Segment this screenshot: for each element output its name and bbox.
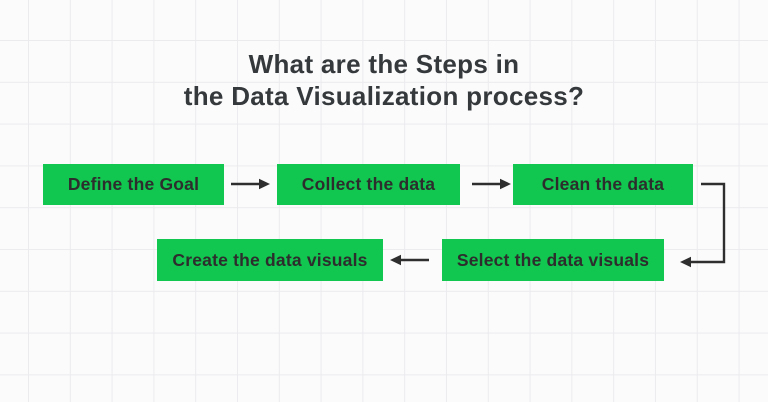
- step-label: Clean the data: [541, 174, 665, 194]
- step-label: Collect the data: [301, 174, 436, 194]
- page-title: What are the Steps in the Data Visualiza…: [0, 48, 768, 112]
- title-line-1: What are the Steps in: [248, 49, 520, 79]
- elbow-connector-icon: [680, 182, 726, 268]
- arrow-head: [500, 178, 511, 190]
- step-label: Create the data visuals: [172, 249, 368, 270]
- arrow-left-icon: [390, 254, 429, 266]
- step-label: Define the Goal: [67, 174, 200, 194]
- arrow-head: [390, 254, 401, 266]
- arrow-head: [680, 256, 691, 268]
- step-label: Select the data visuals: [456, 249, 650, 270]
- step-box-select-the-data-visuals: Select the data visuals: [442, 239, 664, 281]
- step-box-clean-the-data: Clean the data: [513, 164, 693, 205]
- step-box-collect-the-data: Collect the data: [277, 164, 460, 205]
- step-box-create-the-data-visuals: Create the data visuals: [157, 239, 383, 281]
- step-box-define-the-goal: Define the Goal: [43, 164, 224, 205]
- arrow-right-icon: [231, 178, 270, 190]
- connector-line: [689, 182, 726, 264]
- arrow-right-icon: [472, 178, 511, 190]
- arrow-head: [259, 178, 270, 190]
- title-line-2: the Data Visualization process?: [183, 81, 585, 111]
